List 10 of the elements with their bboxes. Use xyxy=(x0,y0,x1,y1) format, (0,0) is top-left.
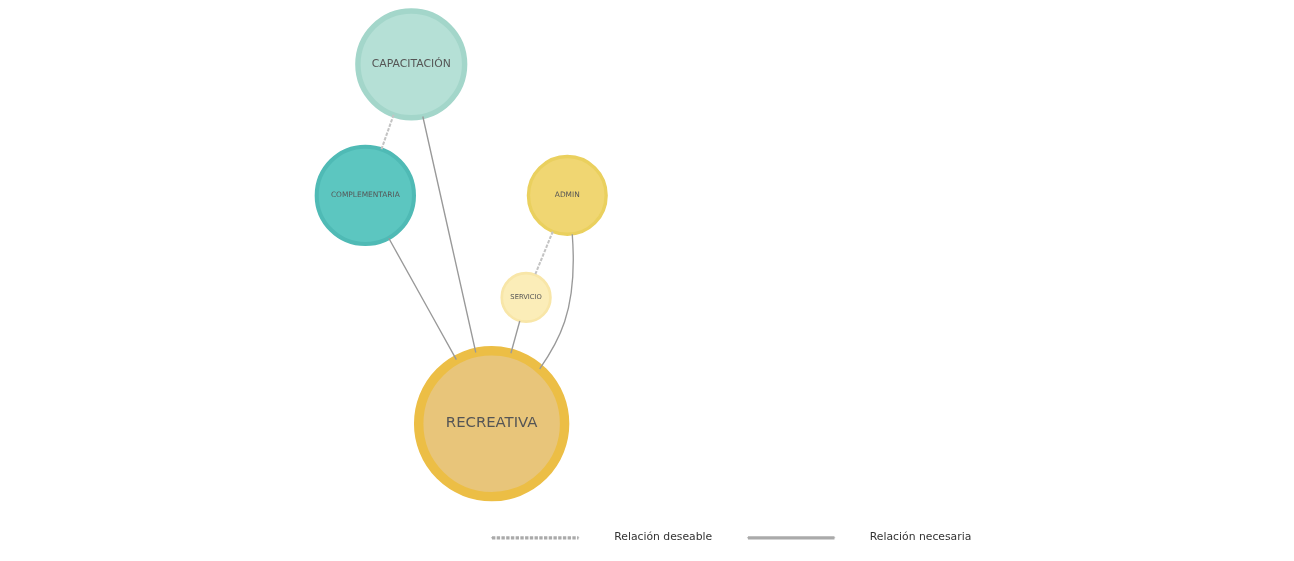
legend-label: Relación deseable xyxy=(614,530,713,544)
connector xyxy=(539,233,574,370)
node-circle: CAPACITACIÓN xyxy=(355,8,468,121)
connector xyxy=(510,320,521,354)
connector xyxy=(534,231,554,276)
legend-label: Relación necesaria xyxy=(869,530,972,544)
connector xyxy=(388,237,458,361)
connector xyxy=(380,114,395,150)
node-circle: RECREATIVA xyxy=(413,346,570,502)
connector xyxy=(422,115,477,354)
